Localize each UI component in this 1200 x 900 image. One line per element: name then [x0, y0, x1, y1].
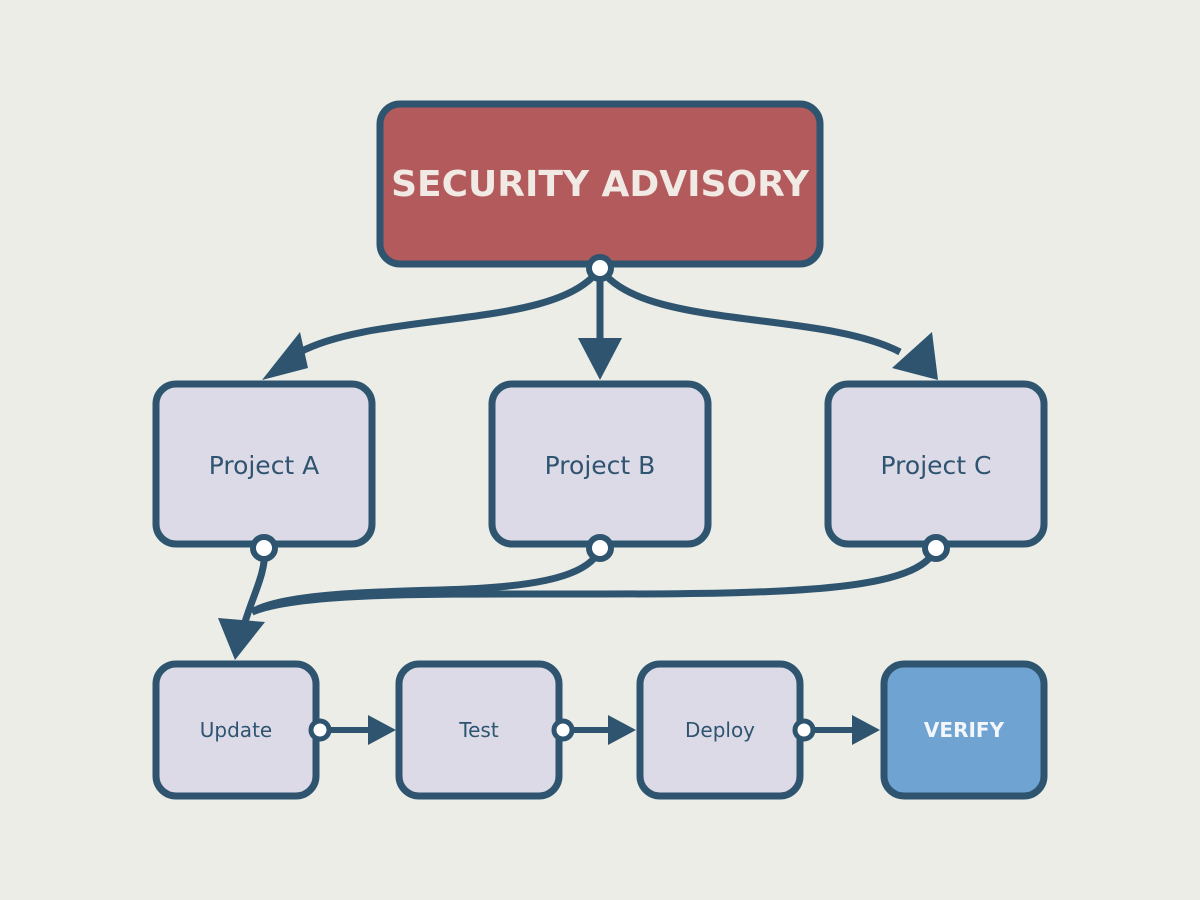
arrowhead-project-b: [578, 338, 622, 380]
project-c-output-port: [922, 534, 950, 562]
connector-advisory-to-project-a: [298, 265, 603, 356]
arrowhead-project-a: [262, 332, 308, 380]
deploy-node[interactable]: Deploy: [636, 660, 804, 800]
connector-advisory-to-project-c: [597, 265, 902, 356]
project-b-label: Project B: [545, 451, 656, 480]
arrowhead-test: [368, 715, 396, 745]
advisory-label: SECURITY ADVISORY: [391, 164, 810, 205]
deploy-output-port: [792, 718, 816, 742]
test-node[interactable]: Test: [395, 660, 563, 800]
connector-project-c-to-update: [250, 546, 940, 616]
update-node[interactable]: Update: [152, 660, 320, 800]
project-b-node[interactable]: Project B: [488, 380, 712, 548]
arrowhead-verify: [852, 715, 880, 745]
deploy-label: Deploy: [685, 718, 755, 742]
project-c-node[interactable]: Project C: [824, 380, 1048, 548]
project-a-label: Project A: [209, 451, 320, 480]
arrowhead-project-c: [892, 332, 938, 380]
test-output-port: [551, 718, 575, 742]
update-label: Update: [200, 718, 272, 742]
verify-label: VERIFY: [924, 718, 1005, 742]
project-a-node[interactable]: Project A: [152, 380, 376, 548]
advisory-node[interactable]: SECURITY ADVISORY: [376, 100, 824, 268]
verify-node[interactable]: VERIFY: [880, 660, 1048, 800]
arrowhead-deploy: [608, 715, 636, 745]
project-b-output-port: [586, 534, 614, 562]
arrowhead-update: [218, 618, 265, 660]
project-a-output-port: [250, 534, 278, 562]
update-output-port: [308, 718, 332, 742]
project-c-label: Project C: [881, 451, 992, 480]
advisory-output-port: [586, 254, 614, 282]
test-label: Test: [458, 718, 499, 742]
